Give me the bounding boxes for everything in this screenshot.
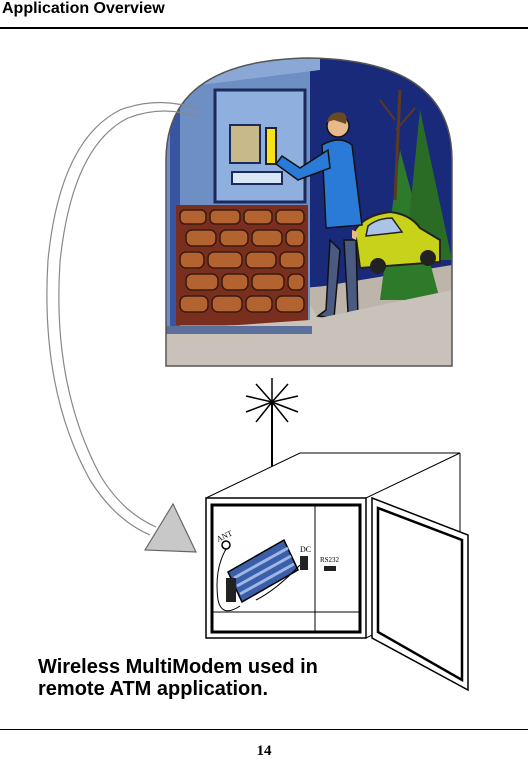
caption-line-1: Wireless MultiModem used in [38, 656, 318, 678]
man-shirt [321, 139, 363, 229]
caption-line-2: remote ATM application. [38, 678, 269, 700]
modem-device: ANT DC RS232 [215, 529, 340, 612]
atm-scene [165, 57, 453, 367]
page-number: 14 [256, 743, 272, 759]
figure-caption: Wireless MultiModem used in remote ATM a… [38, 656, 318, 700]
atm-card-slot [265, 127, 277, 165]
dc-connector [300, 556, 308, 570]
page-title: Application Overview [2, 0, 165, 17]
rs232-connector [324, 566, 336, 571]
signal-arrow [46, 101, 201, 553]
enclosure-door [371, 496, 469, 692]
ant-connector [221, 540, 231, 550]
dc-label: DC [300, 545, 311, 554]
rs232-label: RS232 [320, 556, 340, 564]
header-divider [0, 27, 528, 29]
man-at-atm [274, 112, 363, 319]
enclosure-box [205, 452, 469, 692]
enclosure-opening [210, 503, 362, 634]
atm-keypad [229, 124, 261, 164]
car [353, 210, 441, 274]
arrow-head [143, 502, 197, 553]
footer-divider [0, 729, 528, 730]
page-header: Application Overview [0, 0, 528, 30]
